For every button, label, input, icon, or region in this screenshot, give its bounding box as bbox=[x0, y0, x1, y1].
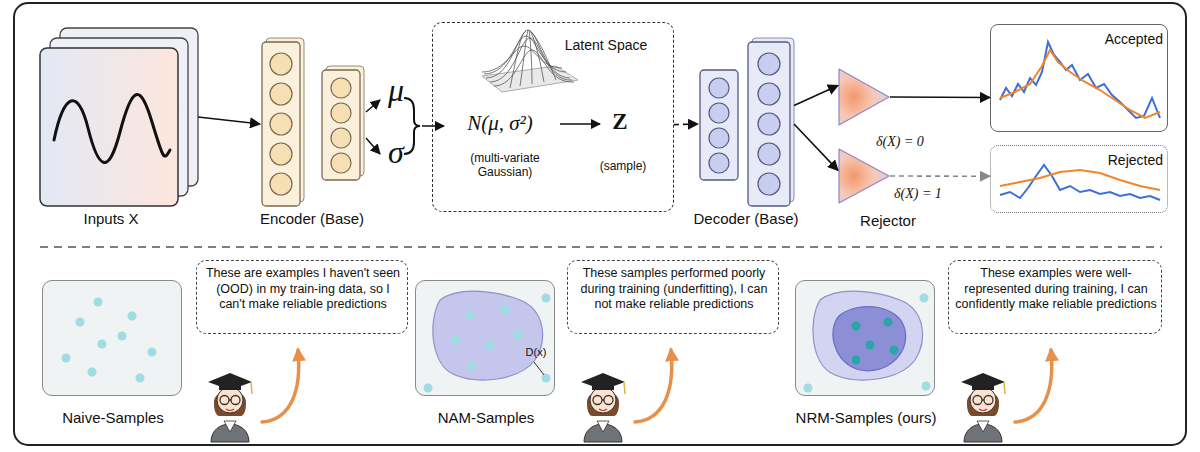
brace-arrow bbox=[422, 125, 444, 127]
neurons bbox=[709, 78, 729, 173]
node-text: Rejected bbox=[1085, 152, 1163, 168]
latent-space-box: Latent SpaceN(μ, σ²) (multi-variate Gauss… bbox=[432, 22, 674, 212]
node-text: Encoder (Base) bbox=[242, 210, 382, 227]
speech-bubble: These are examples I haven't seen (OOD) … bbox=[196, 260, 408, 334]
triangle-shape bbox=[838, 148, 890, 204]
branch-arrow bbox=[366, 100, 380, 112]
accepted-panel: Accepted bbox=[990, 24, 1168, 132]
flow-arrow bbox=[674, 123, 698, 125]
outer-frame bbox=[14, 3, 1186, 445]
decoder-layer bbox=[748, 42, 790, 206]
node-text: Naive-Samples bbox=[28, 409, 198, 426]
triangle-shape bbox=[838, 68, 890, 126]
sample-dots bbox=[852, 318, 899, 365]
sample-panel: Naive-Samples bbox=[42, 280, 182, 396]
node-text: NRM-Samples (ours) bbox=[781, 409, 951, 426]
node-text: Latent Space bbox=[551, 37, 661, 53]
flow-arrow bbox=[198, 117, 260, 124]
node-text: δ(X) = 1 bbox=[894, 186, 964, 202]
teacher-cartoon bbox=[961, 373, 1005, 442]
triangle-outline bbox=[839, 149, 889, 203]
flow-arrow bbox=[890, 96, 990, 98]
speech-arrow bbox=[262, 350, 299, 422]
encoder-layer bbox=[322, 70, 360, 180]
series-actual bbox=[1000, 42, 1160, 118]
node-text: Z bbox=[605, 109, 635, 135]
gaussian-surface bbox=[482, 30, 578, 92]
sample-arrow bbox=[560, 123, 600, 125]
node-text: Decoder (Base) bbox=[676, 210, 816, 227]
series-forecast bbox=[1000, 170, 1160, 190]
sample-panel: NAM-Samples bbox=[415, 280, 555, 396]
sample-dots bbox=[424, 294, 551, 393]
distance-line bbox=[534, 362, 544, 375]
speech-bubble: These examples were well-represented dur… bbox=[948, 260, 1162, 334]
component-label: Rejector bbox=[840, 212, 936, 229]
series-forecast bbox=[1000, 50, 1160, 118]
node-text: These examples were well-represented dur… bbox=[954, 266, 1158, 313]
decoder-layer bbox=[700, 70, 738, 180]
input-card bbox=[40, 48, 178, 206]
node-text: N(μ, σ²) bbox=[445, 111, 555, 136]
encoder-block: Encoder (Base) bbox=[260, 40, 364, 208]
distance-label: D(x) bbox=[518, 346, 554, 358]
input-stack: Inputs X bbox=[40, 28, 198, 206]
branch-arrow bbox=[366, 138, 380, 154]
sample-panel: NRM-Samples (ours) bbox=[795, 280, 935, 396]
separator bbox=[40, 246, 1162, 248]
rejector-triangle: δ(X) = 0 bbox=[838, 68, 890, 126]
training-region bbox=[813, 291, 923, 380]
training-region bbox=[433, 291, 543, 380]
panel-fill bbox=[42, 280, 182, 396]
node-text: (multi-variate Gaussian) bbox=[455, 151, 555, 179]
speech-arrow bbox=[1015, 350, 1052, 422]
sample-dots bbox=[804, 294, 931, 393]
node-text: δ(X) = 0 bbox=[876, 134, 946, 150]
speech-arrow bbox=[635, 350, 672, 422]
neurons bbox=[270, 53, 292, 195]
node-text: Inputs X bbox=[26, 210, 196, 227]
node-text: NAM-Samples bbox=[401, 409, 571, 426]
flow-arrow bbox=[794, 85, 838, 105]
brace bbox=[404, 98, 420, 154]
well-represented-region bbox=[833, 307, 906, 371]
panel-fill bbox=[795, 280, 935, 396]
neurons bbox=[331, 78, 351, 173]
encoder-layer bbox=[262, 42, 300, 206]
mean-symbol: μ bbox=[378, 72, 414, 109]
series-actual bbox=[1000, 165, 1160, 200]
rejected-panel: Rejected bbox=[990, 145, 1168, 213]
flow-arrow bbox=[794, 124, 838, 170]
node-text: These are examples I haven't seen (OOD) … bbox=[202, 266, 404, 313]
triangle-outline bbox=[839, 69, 889, 125]
node-text: (sample) bbox=[583, 159, 663, 173]
rejector-triangle: δ(X) = 1 bbox=[838, 148, 890, 204]
node-text: These samples performed poorly during tr… bbox=[573, 266, 775, 313]
sample-dots bbox=[62, 298, 157, 383]
teacher-cartoon bbox=[581, 373, 625, 442]
neurons bbox=[758, 53, 780, 195]
sine-wave bbox=[54, 95, 170, 163]
panel-fill bbox=[415, 280, 555, 396]
teacher-cartoon bbox=[208, 373, 252, 442]
speech-bubble: These samples performed poorly during tr… bbox=[567, 260, 779, 334]
node-text: Accepted bbox=[1083, 31, 1163, 47]
decoder-block: Decoder (Base) bbox=[698, 40, 794, 208]
std-symbol: σ bbox=[378, 134, 414, 171]
flow-arrow bbox=[890, 175, 990, 177]
